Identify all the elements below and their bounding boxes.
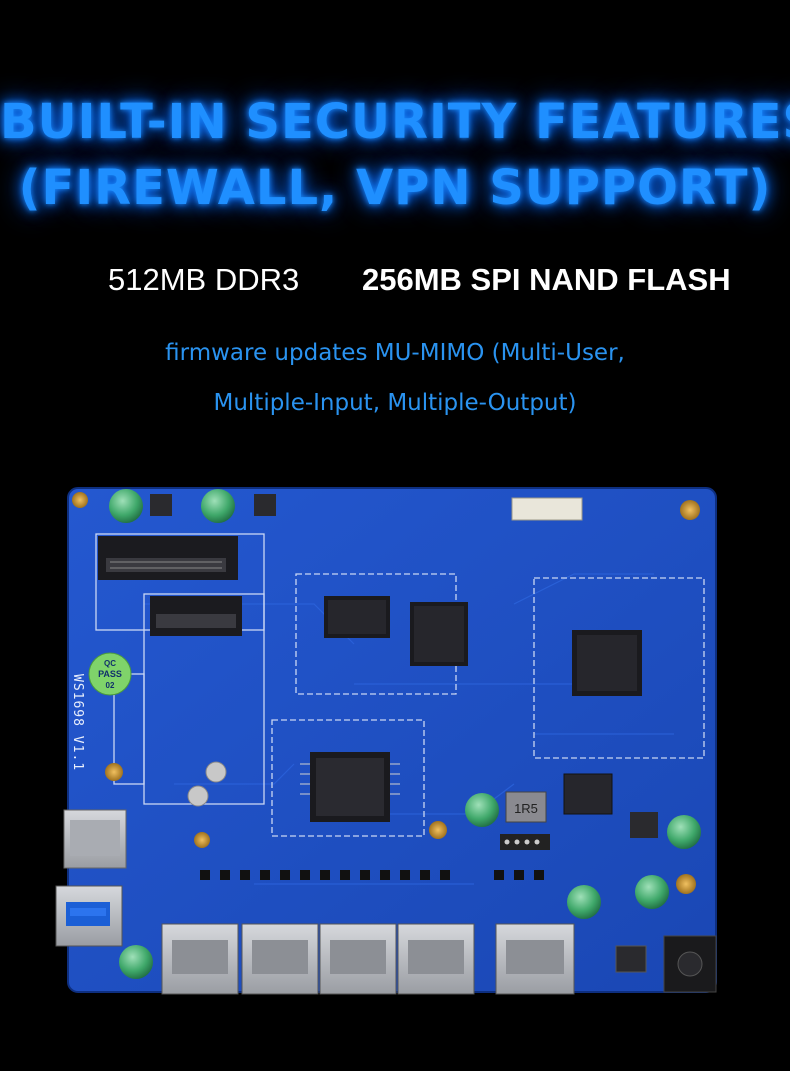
reset-button [615, 945, 647, 973]
m2-slot-lower [150, 596, 242, 636]
ram-chip [324, 596, 390, 638]
m2-slot-upper [98, 536, 238, 580]
sd-card-slot [63, 809, 127, 869]
dc-power-jack [663, 935, 717, 993]
mounting-holes [72, 492, 700, 894]
capacitor-4 [667, 815, 701, 849]
usb-port [55, 885, 123, 947]
ethernet-port-2 [241, 923, 319, 995]
capacitor-5 [635, 875, 669, 909]
inductor-right [630, 812, 658, 838]
led-row [200, 870, 544, 880]
feature-subtitle-line-2: Multiple-Input, Multiple-Output) [213, 390, 577, 416]
router-board-illustration: 1R5 [55, 487, 717, 995]
headline-line-1: BUILT-IN SECURITY FEATURES [0, 94, 790, 150]
capacitor-3 [465, 793, 499, 827]
flash-chip [563, 773, 613, 815]
flash-spec: 256MB SPI NAND FLASH [362, 262, 731, 297]
ethernet-port-1 [161, 923, 239, 995]
qc-line-1: QC [104, 659, 116, 668]
ethernet-port-3 [319, 923, 397, 995]
feature-subtitle-line-1: firmware updates MU-MIMO (Multi-User, [165, 340, 625, 366]
qc-line-3: 02 [106, 681, 115, 690]
qc-line-2: PASS [98, 669, 122, 679]
ethernet-port-4 [397, 923, 475, 995]
pin-header [500, 834, 550, 850]
inductor-marking: 1R5 [514, 801, 538, 816]
inductor-top-mid [254, 494, 276, 516]
inductor-top-left [150, 494, 172, 516]
ethernet-port-wan [495, 923, 575, 995]
fpc-connector [511, 497, 583, 521]
capacitor-2 [201, 489, 235, 523]
soc-chip [410, 602, 468, 666]
wifi-chip [572, 630, 642, 696]
ethernet-ports [161, 923, 575, 995]
switch-chip [300, 752, 400, 822]
capacitor-6 [567, 885, 601, 919]
model-marking: WS1698 V1.1 [70, 674, 85, 771]
capacitor-1 [109, 489, 143, 523]
headline-line-2: (FIREWALL, VPN SUPPORT) [18, 160, 772, 216]
router-board-image: 1R5 [54, 484, 720, 996]
ram-spec: 512MB DDR3 [108, 262, 300, 297]
inductor-1r5: 1R5 [505, 791, 547, 823]
capacitor-7 [119, 945, 153, 979]
qc-pass-sticker: QC PASS 02 [88, 652, 132, 696]
